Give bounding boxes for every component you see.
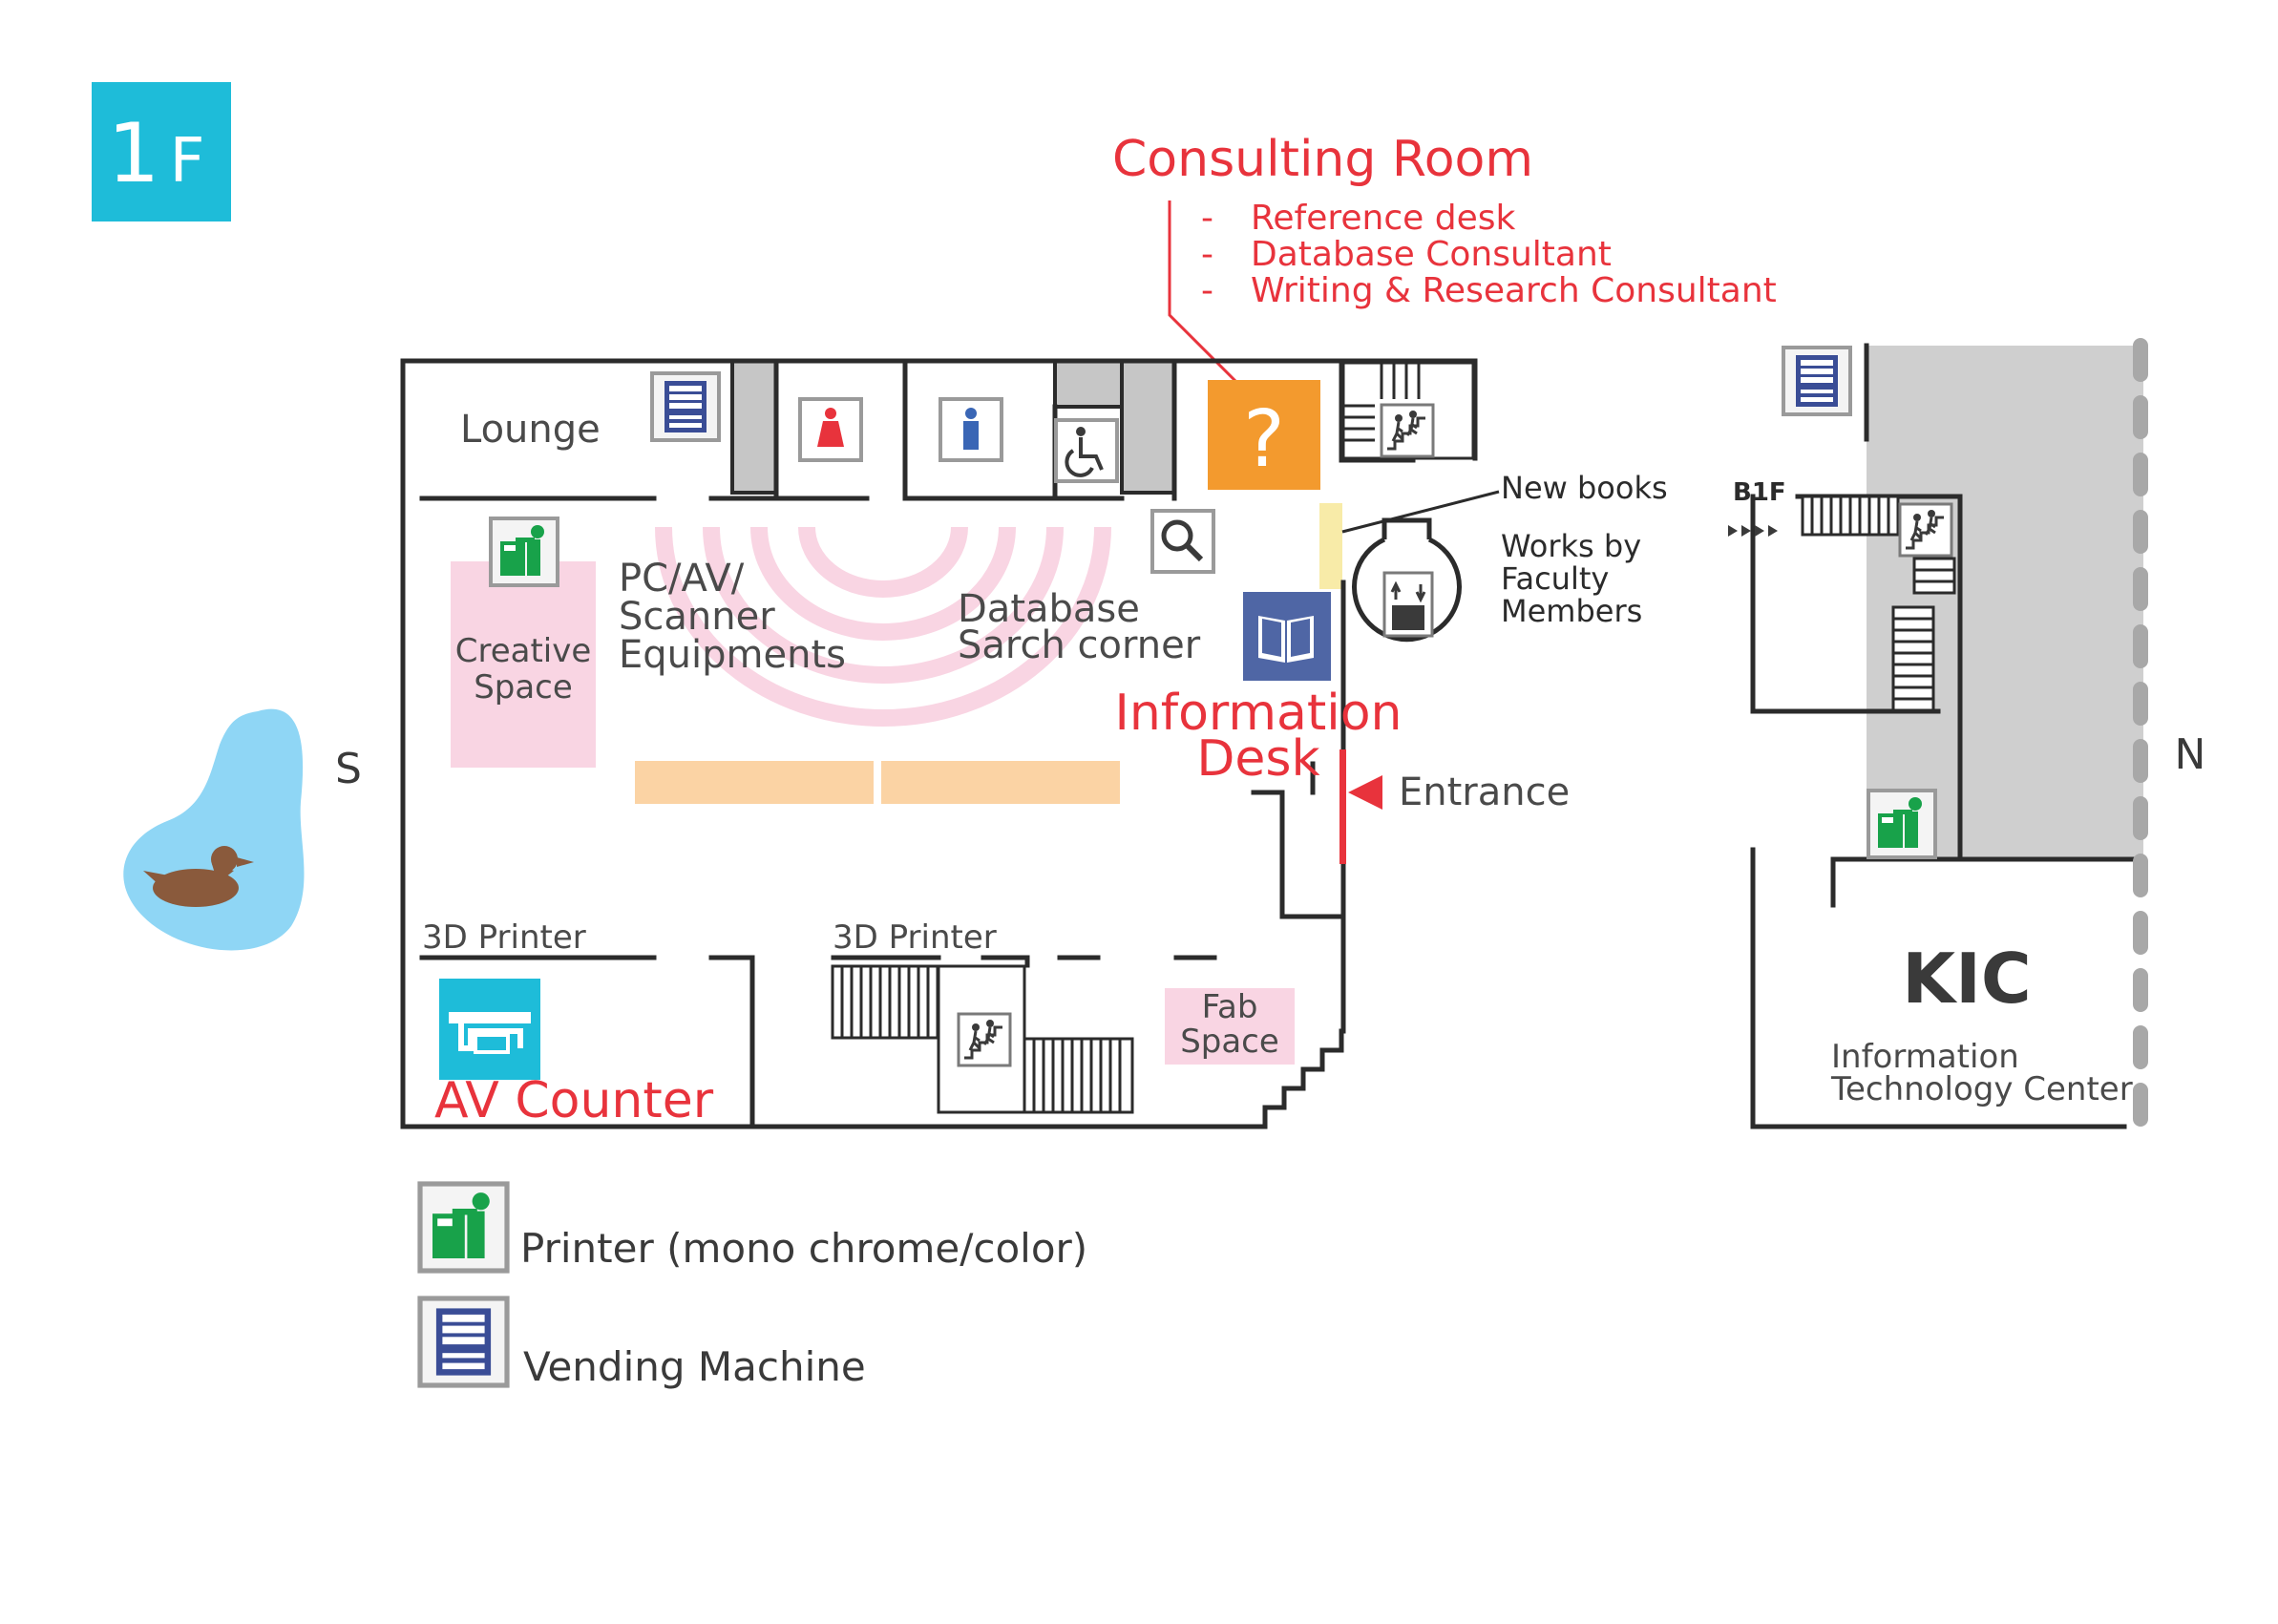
floor-letter: F: [170, 126, 205, 197]
svg-text:-: -: [1201, 199, 1213, 238]
creative-space-label-2: Space: [474, 668, 573, 707]
consulting-item-reference: Reference desk: [1251, 199, 1515, 238]
stairs-main: [831, 964, 1134, 1114]
entrance-marker: [1339, 749, 1382, 864]
lounge-label: Lounge: [460, 408, 601, 452]
consulting-room-title: Consulting Room: [1112, 131, 1533, 188]
compass-south: S: [335, 745, 362, 793]
legend-printer-label: Printer (mono chrome/color): [520, 1225, 1087, 1272]
printer-icon: [489, 517, 559, 587]
printer-3d-label-mid: 3D Printer: [833, 918, 997, 957]
legend-printer-icon: [420, 1184, 507, 1271]
new-books-label: New books: [1501, 470, 1668, 506]
search-icon: [1150, 509, 1215, 574]
legend-vending-label: Vending Machine: [523, 1343, 866, 1390]
elevator: [1352, 517, 1462, 643]
consulting-item-writing: Writing & Research Consultant: [1251, 271, 1777, 310]
database-label-1: Database: [958, 587, 1140, 631]
compass-north: N: [2175, 730, 2206, 779]
fab-space-label-2: Space: [1180, 1023, 1279, 1061]
kic-vending-machine-icon: [1782, 346, 1852, 416]
consulting-room-label: Consulting Room - Reference desk - Datab…: [1112, 131, 1777, 384]
creative-space-label-1: Creative: [455, 632, 592, 670]
legend-vending-icon: [420, 1298, 507, 1385]
kic-grey-area: [1867, 346, 2143, 861]
kic-building: [1728, 338, 2148, 1134]
table-right: [881, 761, 1120, 804]
duck-icon: [143, 846, 254, 907]
stairs-icon-upper: [1380, 403, 1435, 458]
works-label-1: Works by: [1501, 528, 1641, 564]
vending-machine-icon: [650, 371, 721, 442]
information-desk-label-2: Desk: [1196, 730, 1319, 788]
creative-space-area: [451, 561, 596, 768]
pc-area-label-1: PC/AV/: [619, 557, 745, 601]
information-desk-label-1: Information: [1114, 685, 1402, 742]
itc-label-2: Technology Center: [1830, 1070, 2133, 1108]
works-label-3: Members: [1501, 593, 1642, 629]
entrance-arrow-icon: [1348, 775, 1382, 810]
consulting-room-icon[interactable]: ?: [1208, 380, 1320, 490]
restroom-men-icon: [939, 397, 1003, 462]
works-label-2: Faculty: [1501, 560, 1609, 597]
pond: [123, 708, 305, 951]
question-mark-icon: ?: [1243, 394, 1285, 485]
b1f-label: B1F: [1733, 478, 1786, 507]
floor-number: 1: [108, 106, 160, 201]
entrance-label: Entrance: [1399, 770, 1570, 814]
legend: Printer (mono chrome/color) Vending Mach…: [420, 1184, 1087, 1390]
pc-area-arcs: [655, 526, 1111, 727]
pc-area-label-3: Equipments: [619, 633, 846, 677]
av-counter-icon[interactable]: [439, 979, 540, 1080]
floor-badge: 1 F: [92, 82, 231, 221]
accessible-icon: [1054, 418, 1119, 483]
kic-printer-icon: [1867, 789, 1937, 859]
kic-label: KIC: [1902, 939, 2031, 1019]
itc-label-1: Information: [1831, 1038, 2019, 1076]
table-left: [635, 761, 874, 804]
main-building: [400, 358, 1478, 1129]
svg-text:-: -: [1201, 235, 1213, 274]
restroom-women-icon: [798, 397, 863, 462]
information-desk-icon[interactable]: [1243, 592, 1331, 681]
svg-text:-: -: [1201, 271, 1213, 310]
av-counter-label: AV Counter: [434, 1072, 714, 1129]
database-label-2: Sarch corner: [958, 623, 1201, 667]
pc-area-label-2: Scanner: [619, 595, 775, 639]
new-books-shelf: [1319, 503, 1342, 589]
stairs-upper: [1341, 361, 1475, 460]
stairs-icon: [957, 1012, 1012, 1067]
fab-space-label-1: Fab: [1202, 988, 1258, 1026]
kic-stairs-icon: [1898, 502, 1953, 558]
printer-3d-label-left: 3D Printer: [422, 918, 586, 957]
fab-space-area: [1165, 988, 1295, 1065]
consulting-item-database: Database Consultant: [1251, 235, 1612, 274]
